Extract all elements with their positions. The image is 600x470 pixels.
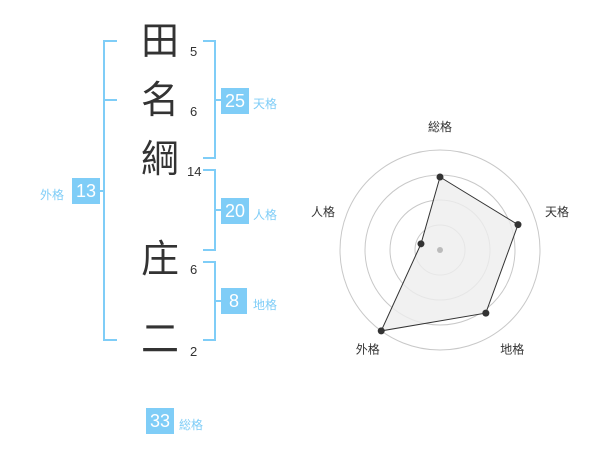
radar-center-dot bbox=[437, 247, 443, 253]
soukaku-label: 総格 bbox=[179, 418, 204, 432]
stroke-count-4: 6 bbox=[190, 262, 198, 277]
radar-point-3 bbox=[482, 309, 490, 317]
jinkaku-label: 人格 bbox=[253, 208, 278, 222]
stroke-count-3: 14 bbox=[187, 164, 202, 179]
tenkaku-label: 天格 bbox=[253, 97, 278, 111]
chikaku-label: 地格 bbox=[253, 298, 278, 312]
radar-axis-label-4: 外格 bbox=[356, 342, 380, 357]
stroke-count-5: 2 bbox=[190, 344, 198, 359]
radar-series-polygon bbox=[380, 176, 519, 332]
gaikaku-value: 13 bbox=[72, 178, 100, 204]
name-char-3: 綱 bbox=[140, 137, 179, 181]
soukaku-value: 33 bbox=[146, 408, 174, 434]
radar-point-4 bbox=[377, 327, 385, 335]
radar-axis-label-2: 天格 bbox=[545, 204, 569, 219]
chikaku-value: 8 bbox=[221, 288, 247, 314]
name-char-5: 二 bbox=[140, 317, 179, 361]
radar-grid-ring-4 bbox=[339, 149, 541, 351]
tenkaku-value: 25 bbox=[221, 88, 249, 114]
radar-axis-label-1: 総格 bbox=[428, 119, 452, 134]
radar-axis-label-3: 地格 bbox=[500, 342, 524, 357]
name-char-4: 庄 bbox=[140, 237, 179, 281]
stroke-count-1: 5 bbox=[190, 44, 198, 59]
radar-axis-label-5: 人格 bbox=[311, 204, 335, 219]
name-char-2: 名 bbox=[140, 78, 179, 122]
stroke-count-2: 6 bbox=[190, 104, 198, 119]
gaikaku-label: 外格 bbox=[40, 188, 65, 202]
radar-point-2 bbox=[514, 221, 522, 229]
radar-point-1 bbox=[436, 173, 444, 181]
jinkaku-value: 20 bbox=[221, 198, 249, 224]
radar-point-5 bbox=[417, 240, 425, 248]
name-char-1: 田 bbox=[140, 19, 179, 63]
